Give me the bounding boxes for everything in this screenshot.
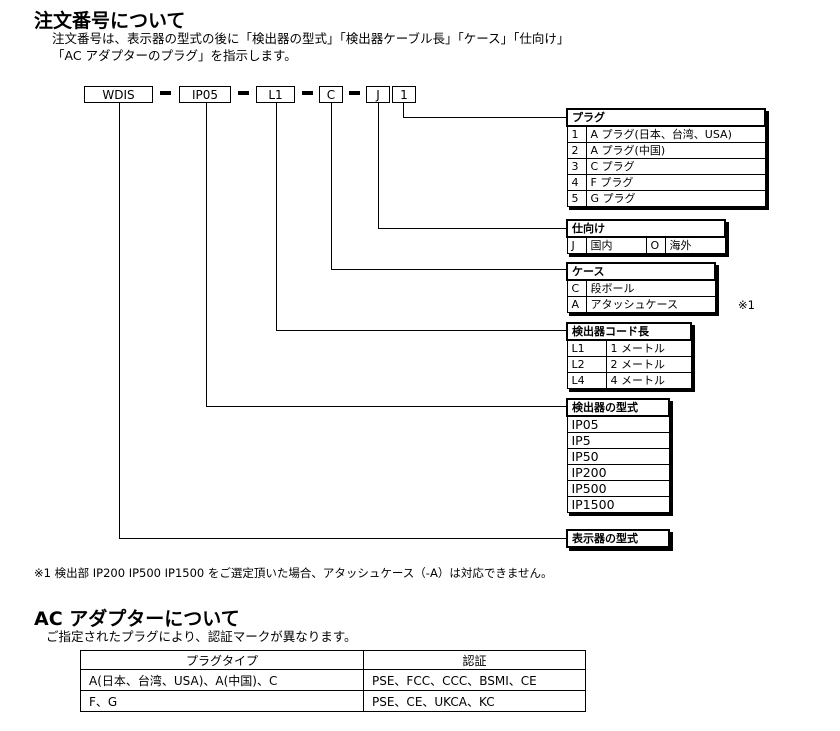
cord-length: 1 メートル: [605, 339, 692, 357]
destination-code: O: [645, 236, 666, 254]
code-separator: [238, 91, 249, 95]
case-code: A: [566, 296, 587, 313]
code-part-display: WDIS: [84, 86, 153, 103]
connector-detector-v: [206, 103, 207, 407]
cord-code: L1: [566, 339, 607, 357]
code-separator: [302, 91, 313, 95]
code-part-case: C: [319, 86, 343, 103]
plug-code: 5: [566, 190, 587, 207]
cert-plug-type: A(日本、台湾、USA)、A(中国)、C: [80, 669, 364, 691]
case-name: 段ボール: [585, 279, 716, 297]
display-table-title: 表示器の型式: [566, 529, 670, 548]
plug-name: F プラグ: [585, 174, 766, 191]
connector-case-v: [331, 103, 332, 270]
plug-code: 3: [566, 158, 587, 175]
footnote: ※1 検出部 IP200 IP500 IP1500 をご選定頂いた場合、アタッシ…: [34, 566, 553, 580]
detector-table-title: 検出器の型式: [566, 398, 670, 417]
case-code: C: [566, 279, 587, 297]
plug-code: 2: [566, 142, 587, 159]
code-separator: [160, 91, 171, 95]
order-number-title: 注文番号について: [34, 10, 186, 32]
destination-name: 海外: [664, 236, 726, 254]
connector-case-h: [331, 269, 566, 270]
cert-marks: PSE、CE、UKCA、KC: [363, 690, 586, 712]
code-part-detector: IP05: [179, 86, 231, 103]
adapter-description: ご指定されたプラグにより、認証マークが異なります。: [46, 629, 357, 644]
case-name: アタッシュケース: [585, 296, 716, 313]
detector-model: IP50: [566, 448, 670, 465]
cord-length: 4 メートル: [605, 372, 692, 389]
case-table-title: ケース: [566, 262, 716, 281]
detector-model: IP5: [566, 432, 670, 449]
cord-code: L2: [566, 356, 607, 373]
code-part-cord: L1: [256, 86, 295, 103]
destination-table-title: 仕向け: [566, 219, 726, 238]
certification-table: プラグタイプ 認証 A(日本、台湾、USA)、A(中国)、C PSE、FCC、C…: [80, 650, 586, 712]
connector-plug-h: [403, 117, 566, 118]
cord-code: L4: [566, 372, 607, 389]
connector-cord-v: [276, 103, 277, 331]
destination-name: 国内: [585, 236, 647, 254]
cert-marks: PSE、FCC、CCC、BSMI、CE: [363, 669, 586, 691]
detector-model: IP05: [566, 415, 670, 433]
code-part-plug: 1: [392, 86, 416, 103]
connector-plug-v: [403, 103, 404, 118]
plug-name: G プラグ: [585, 190, 766, 207]
plug-code: 4: [566, 174, 587, 191]
code-part-destination: J: [366, 86, 390, 103]
detector-model: IP200: [566, 464, 670, 481]
connector-display-h: [119, 538, 566, 539]
destination-code: J: [566, 236, 587, 254]
connector-display-v: [119, 103, 120, 539]
cert-header-plug: プラグタイプ: [80, 650, 364, 670]
plug-table-title: プラグ: [566, 108, 766, 127]
cert-plug-type: F、G: [80, 690, 364, 712]
detector-model: IP500: [566, 480, 670, 497]
cord-length: 2 メートル: [605, 356, 692, 373]
plug-code: 1: [566, 125, 587, 143]
destination-table: 仕向け J 国内 O 海外: [566, 219, 726, 254]
cord-table-title: 検出器コード長: [566, 322, 692, 341]
display-table: 表示器の型式: [566, 529, 670, 548]
case-note-mark: ※1: [738, 298, 755, 312]
plug-name: A プラグ(中国): [585, 142, 766, 159]
connector-destination-v: [378, 103, 379, 229]
order-description-line2: 「AC アダプターのプラグ」を指示します。: [52, 48, 297, 63]
cert-header-cert: 認証: [363, 650, 586, 670]
adapter-title: AC アダプターについて: [34, 608, 240, 630]
code-separator: [349, 91, 360, 95]
order-description-line1: 注文番号は、表示器の型式の後に「検出器の型式」「検出器ケーブル長」「ケース」「仕…: [52, 31, 570, 46]
connector-destination-h: [378, 228, 566, 229]
connector-cord-h: [276, 330, 566, 331]
connector-detector-h: [206, 406, 566, 407]
detector-model: IP1500: [566, 496, 670, 513]
plug-name: A プラグ(日本、台湾、USA): [585, 125, 766, 143]
plug-name: C プラグ: [585, 158, 766, 175]
detector-table: 検出器の型式 IP05 IP5 IP50 IP200 IP500 IP1500: [566, 398, 670, 513]
